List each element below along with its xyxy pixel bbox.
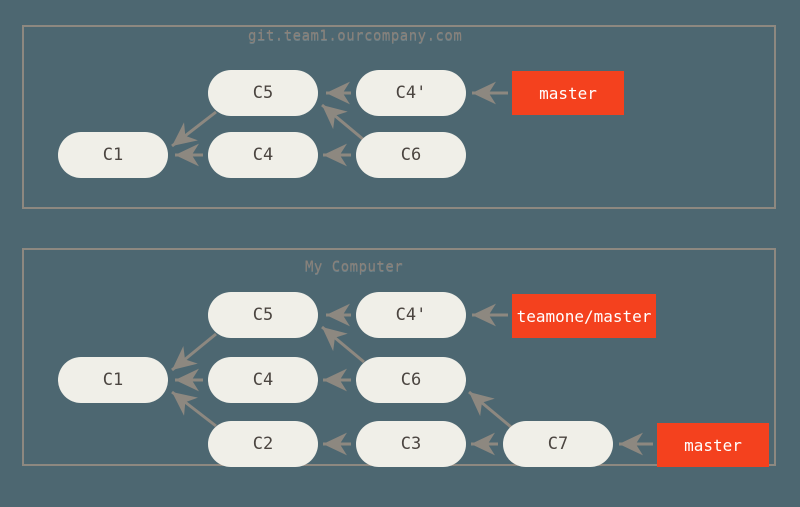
panel-remote-repository: [22, 25, 776, 209]
commit-node-c3[interactable]: C3: [356, 421, 466, 467]
commit-node-c6[interactable]: C6: [356, 132, 466, 178]
commit-node-c5[interactable]: C5: [208, 70, 318, 116]
panel-remote-title: git.team1.ourcompany.com: [248, 28, 463, 44]
commit-node-c2[interactable]: C2: [208, 421, 318, 467]
ref-label-teamone-master[interactable]: teamone/master: [512, 294, 656, 338]
commit-node-c1[interactable]: C1: [58, 357, 168, 403]
panel-local-title: My Computer: [305, 259, 404, 275]
ref-label-master[interactable]: master: [512, 71, 624, 115]
commit-node-c4-prime[interactable]: C4': [356, 70, 466, 116]
commit-node-c5[interactable]: C5: [208, 292, 318, 338]
commit-node-c4[interactable]: C4: [208, 132, 318, 178]
commit-node-c7[interactable]: C7: [503, 421, 613, 467]
commit-node-c4-prime[interactable]: C4': [356, 292, 466, 338]
commit-node-c4[interactable]: C4: [208, 357, 318, 403]
ref-label-master[interactable]: master: [657, 423, 769, 467]
commit-node-c1[interactable]: C1: [58, 132, 168, 178]
commit-node-c6[interactable]: C6: [356, 357, 466, 403]
